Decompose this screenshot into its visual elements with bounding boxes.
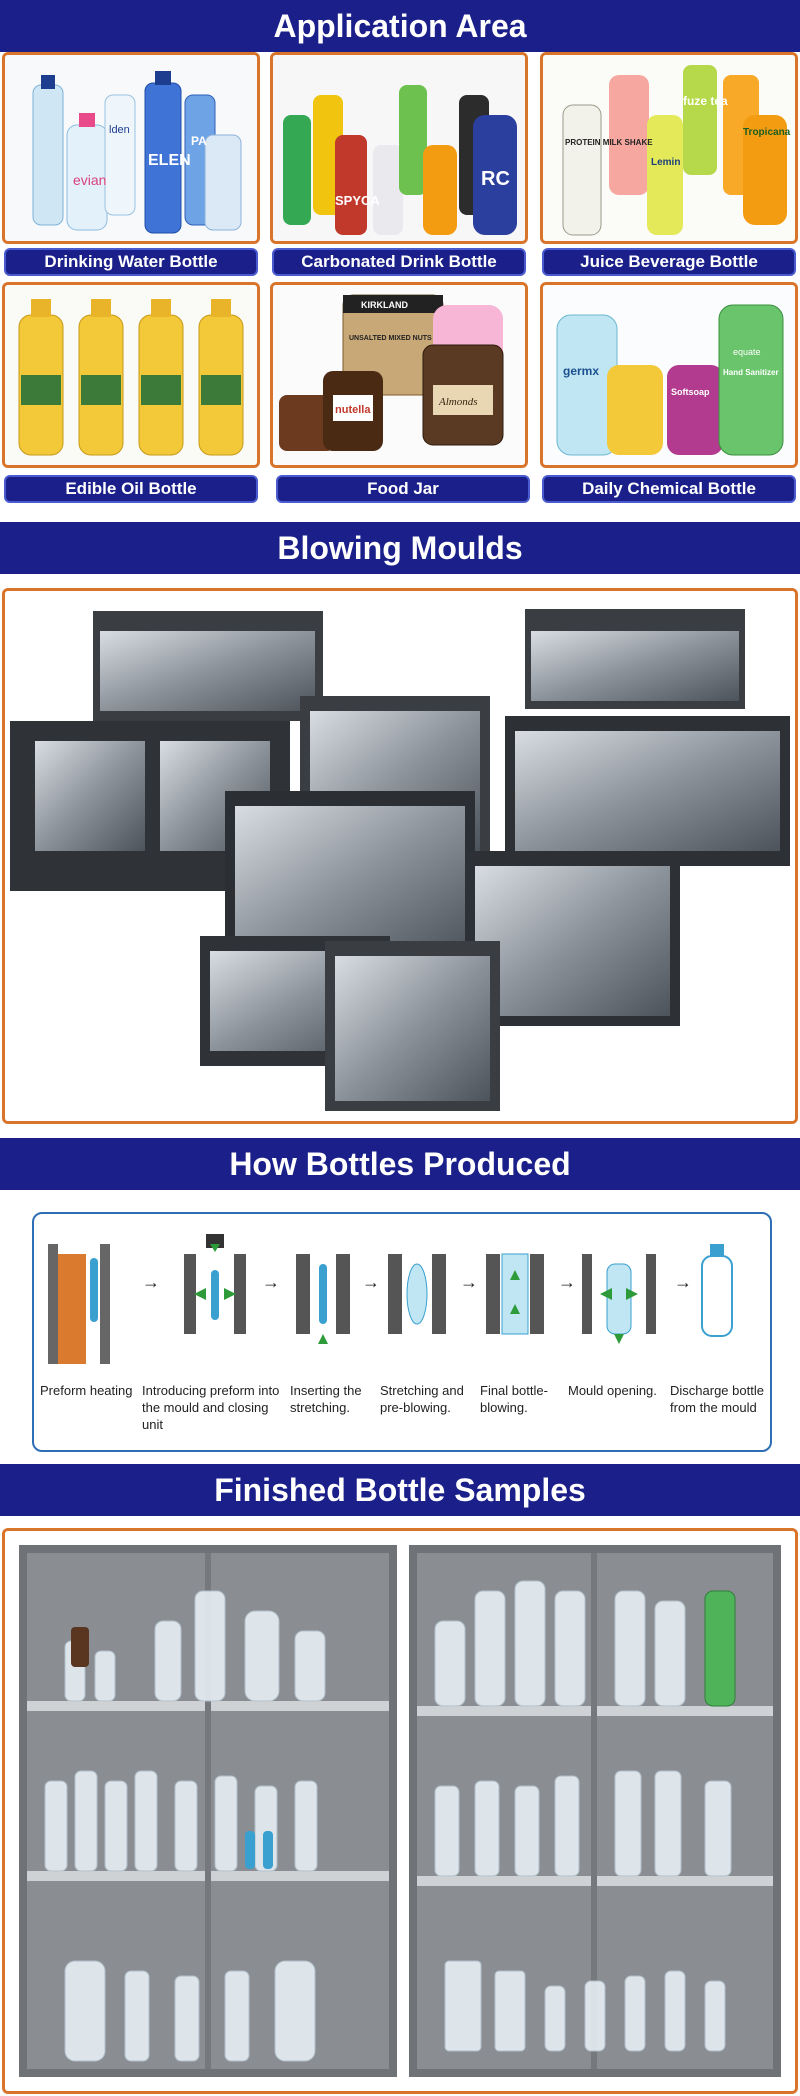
brand-text-evian: evian: [73, 172, 106, 188]
step-label-mould-opening: Mould opening.: [568, 1383, 657, 1398]
step-label-stretching: Stretching and pre-blowing.: [380, 1383, 464, 1415]
arrow-right-icon: →: [674, 1272, 692, 1292]
application-card-chemical[interactable]: germx Softsoap Hand Sanitizer equate: [540, 282, 798, 468]
process-steps-illustration: [48, 1234, 733, 1364]
brand-text-fuzetea: fuze tea: [683, 94, 728, 108]
arrow-right-icon: →: [362, 1272, 380, 1292]
brand-text-pa: PA: [191, 134, 207, 148]
step-discharge-drawing: [701, 1244, 733, 1337]
water-bottles-image: evian ELEN PA lden: [5, 55, 257, 241]
application-card-food-jar[interactable]: KIRKLAND UNSALTED MIXED NUTS nutella Alm…: [270, 282, 528, 468]
brand-text-protein: PROTEIN MILK SHAKE: [565, 138, 653, 147]
application-card-water[interactable]: evian ELEN PA lden: [2, 52, 260, 244]
application-card-juice[interactable]: PROTEIN MILK SHAKE fuze tea Tropicana Le…: [540, 52, 798, 244]
step-stretching-drawing: [388, 1254, 446, 1334]
brand-text-lden: lden: [109, 124, 130, 136]
step-heating-drawing: [48, 1244, 110, 1364]
step-inserting-drawing: [296, 1254, 350, 1344]
label-carbonated-drink[interactable]: Carbonated Drink Bottle: [272, 248, 526, 276]
brand-text-rc: RC: [481, 168, 510, 190]
water-bottle-group: [32, 71, 242, 234]
step-label-inserting: Inserting the stretching.: [290, 1383, 362, 1415]
brand-text-almonds: Almonds: [438, 396, 478, 408]
food-jars-image: KIRKLAND UNSALTED MIXED NUTS nutella Alm…: [273, 285, 525, 465]
section-banner-process: How Bottles Produced: [0, 1138, 800, 1190]
label-food-jar[interactable]: Food Jar: [276, 475, 530, 503]
brand-text-germx: germx: [563, 364, 599, 378]
moulds-collage-image: [5, 591, 795, 1121]
brand-text-tropicana: Tropicana: [743, 127, 791, 138]
brand-text-lemin: Lemin: [651, 157, 680, 168]
step-introducing-drawing: [184, 1234, 246, 1334]
brand-text-mixed-nuts: UNSALTED MIXED NUTS: [349, 335, 432, 342]
brand-text-softsoap: Softsoap: [671, 387, 710, 397]
step-final-blowing-drawing: [486, 1253, 544, 1335]
application-card-oil[interactable]: [2, 282, 260, 468]
arrow-right-icon: →: [142, 1272, 160, 1292]
oil-bottles-image: [5, 285, 257, 465]
label-daily-chemical[interactable]: Daily Chemical Bottle: [542, 475, 796, 503]
samples-shelves-image: [5, 1531, 795, 2091]
section-banner-application: Application Area: [0, 0, 800, 52]
step-label-final-blowing: Final bottle-blowing.: [480, 1383, 548, 1415]
juice-bottles-image: PROTEIN MILK SHAKE fuze tea Tropicana Le…: [543, 55, 795, 241]
chemical-bottles-image: germx Softsoap Hand Sanitizer equate: [543, 285, 795, 465]
moulds-gallery: [2, 588, 798, 1124]
arrow-right-icon: →: [558, 1272, 576, 1292]
process-diagram: → → → → → → Preform heating Introducing …: [32, 1212, 772, 1452]
samples-gallery: [2, 1528, 798, 2094]
arrow-right-icon: →: [460, 1272, 478, 1292]
step-label-preform-heating: Preform heating: [40, 1383, 133, 1398]
section-banner-moulds: Blowing Moulds: [0, 522, 800, 574]
brand-text-hand-sanitizer: Hand Sanitizer: [723, 368, 779, 377]
label-juice-beverage[interactable]: Juice Beverage Bottle: [542, 248, 796, 276]
step-label-discharge: Discharge bottle from the mould: [670, 1383, 764, 1415]
brand-text-equate: equate: [733, 347, 761, 357]
application-card-carbonated[interactable]: SPYCA RC: [270, 52, 528, 244]
label-drinking-water[interactable]: Drinking Water Bottle: [4, 248, 258, 276]
brand-text-nutella: nutella: [335, 404, 371, 416]
brand-text-kirkland: KIRKLAND: [361, 300, 408, 310]
brand-text-spyca: SPYCA: [335, 193, 380, 208]
brand-text-elen: ELEN: [148, 152, 191, 169]
step-label-introducing: Introducing preform into the mould and c…: [142, 1383, 280, 1432]
label-edible-oil[interactable]: Edible Oil Bottle: [4, 475, 258, 503]
step-mould-opening-drawing: [582, 1254, 656, 1344]
arrow-right-icon: →: [262, 1272, 280, 1292]
section-banner-samples: Finished Bottle Samples: [0, 1464, 800, 1516]
carbonated-bottles-image: SPYCA RC: [273, 55, 525, 241]
